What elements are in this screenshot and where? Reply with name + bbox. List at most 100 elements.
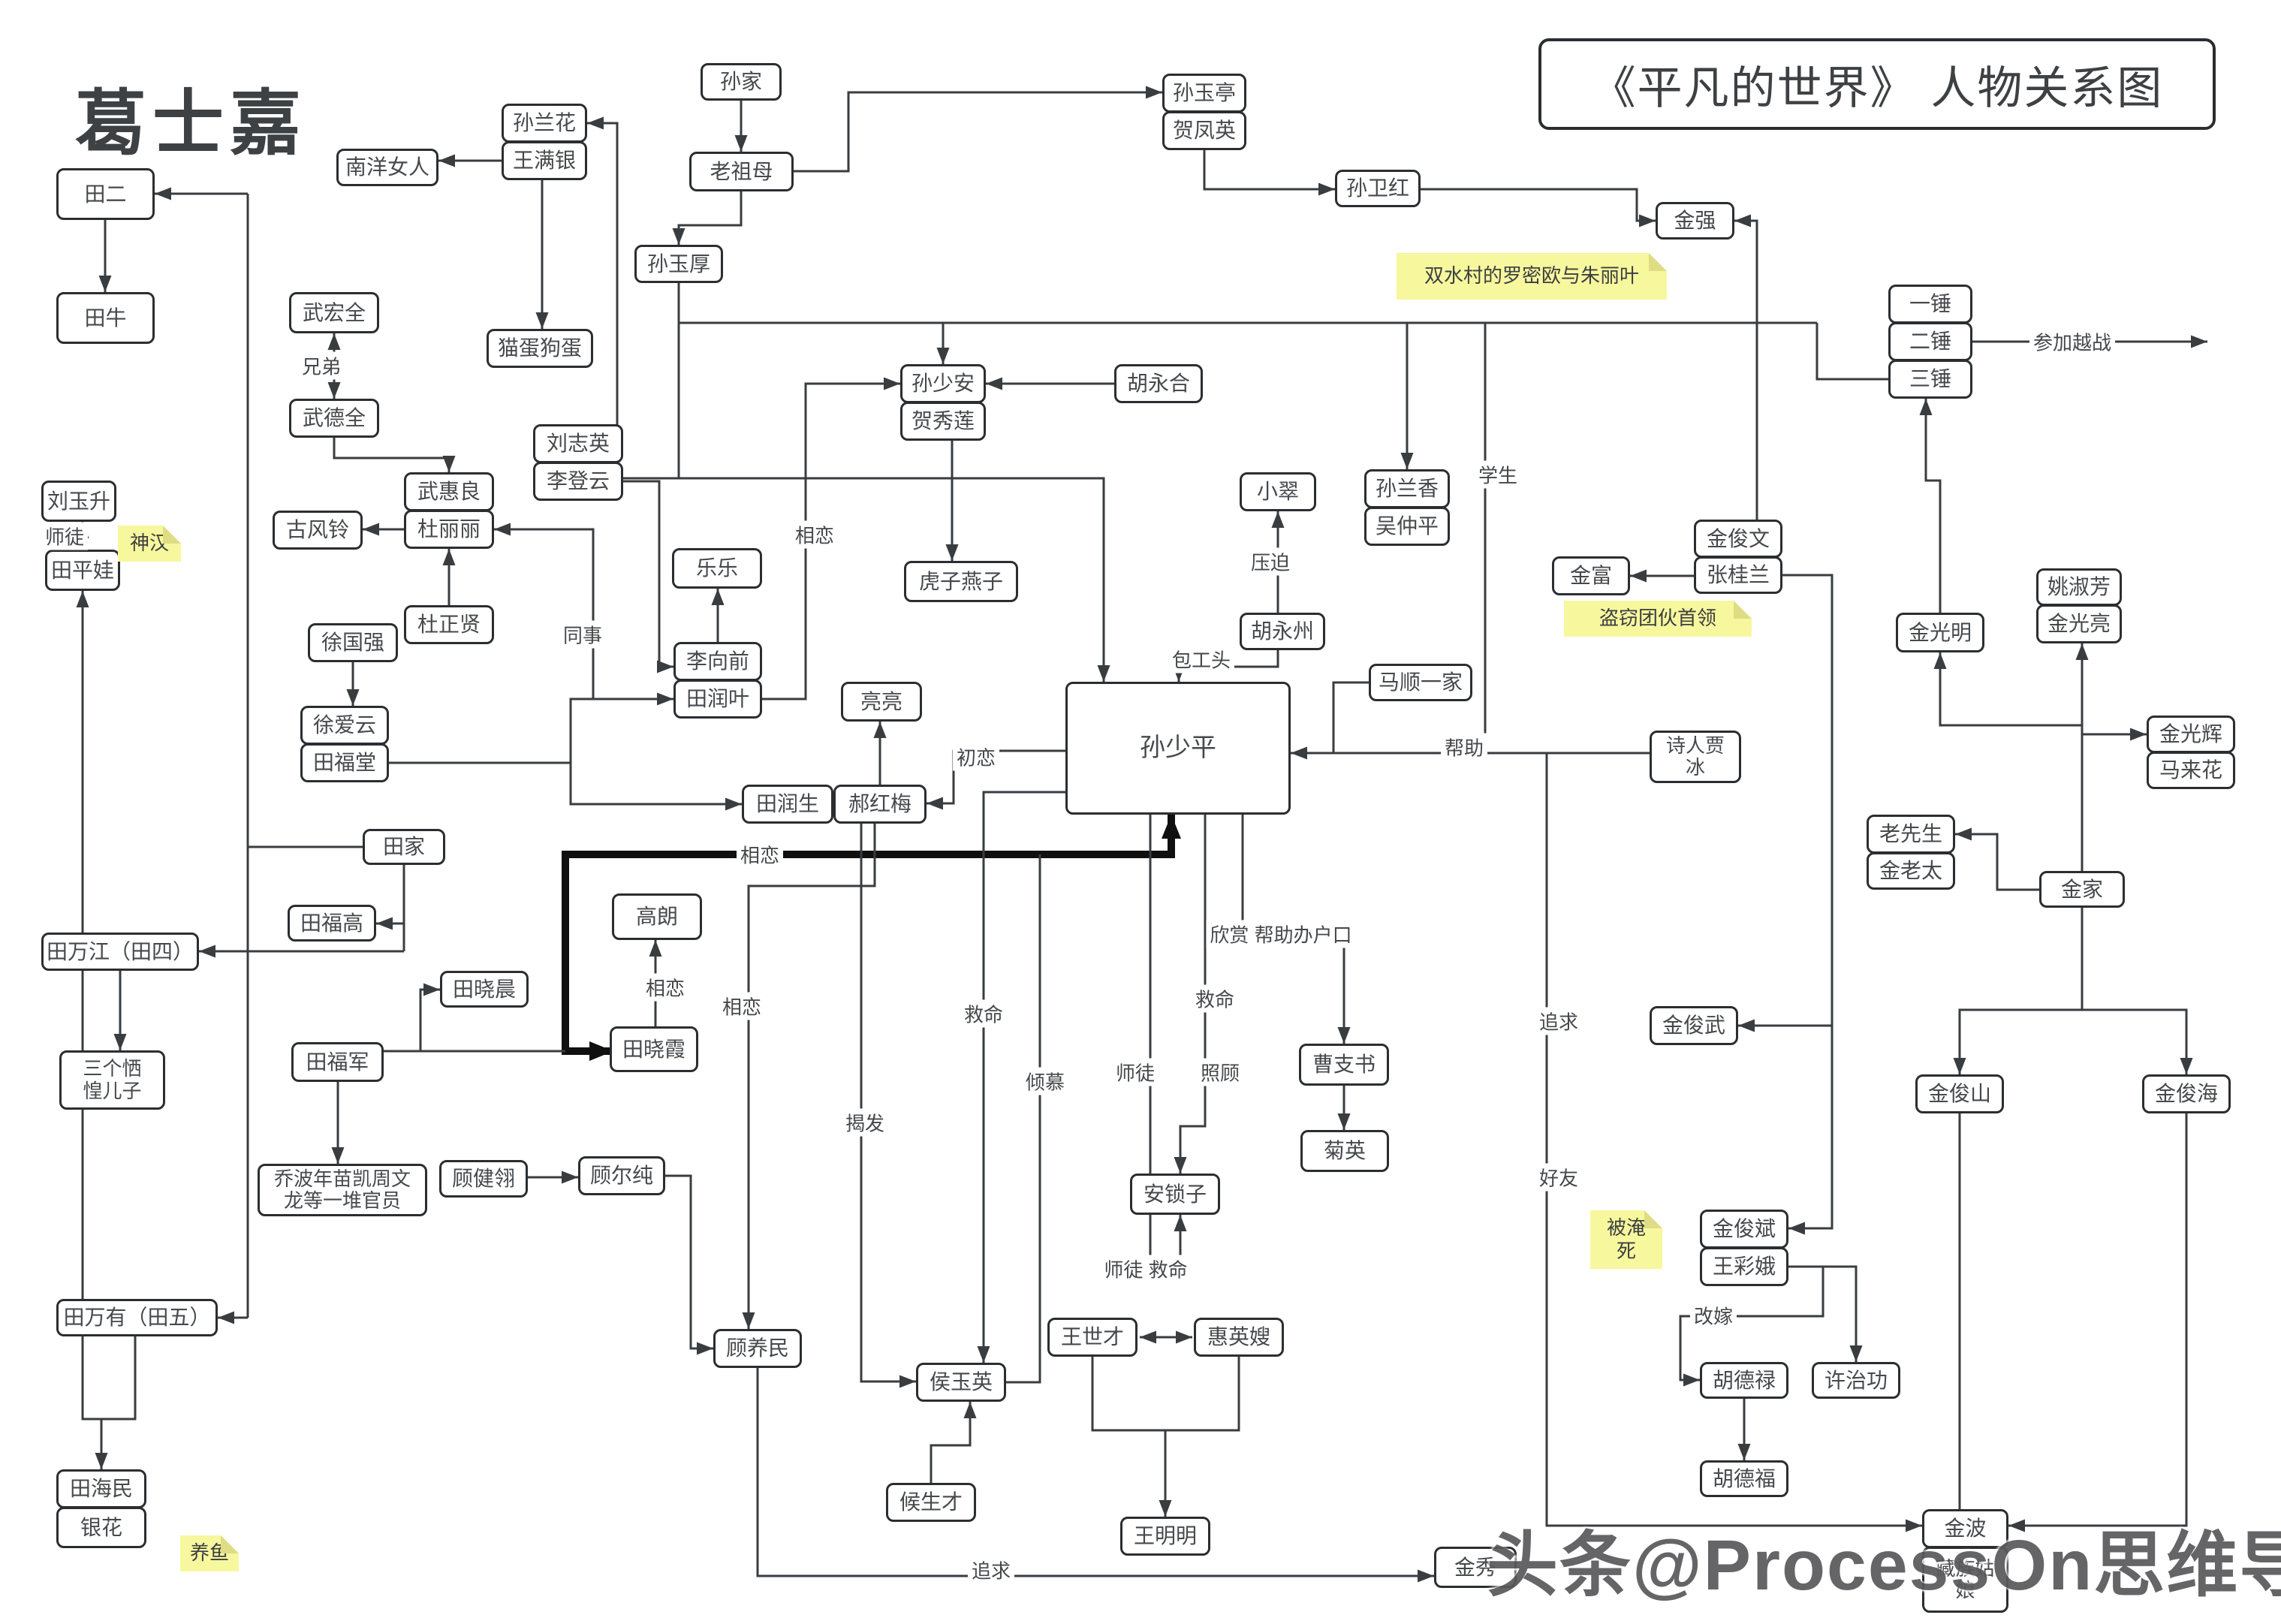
node-gu-yangmin: 顾养民 <box>713 1329 802 1368</box>
node-wang-caie: 王彩娥 <box>1700 1247 1788 1286</box>
node-he-xiulian: 贺秀莲 <box>900 402 986 441</box>
node-xiao-cui: 小翠 <box>1240 472 1316 511</box>
node-sun-yuhou: 孙玉厚 <box>634 245 723 283</box>
edge-label-22: 改嫁 <box>1689 1301 1737 1330</box>
node-li-xiangqian: 李向前 <box>673 642 762 681</box>
edge-label-15: 照顾 <box>1196 1058 1244 1086</box>
edge-line-5 <box>677 191 743 245</box>
node-xu-guoqiang: 徐国强 <box>308 623 398 662</box>
edge-line-75 <box>1924 399 1942 613</box>
arrowhead-icon <box>1159 1500 1172 1517</box>
edge-line-48 <box>1179 815 1207 1174</box>
node-tian-niu: 田牛 <box>56 292 155 344</box>
node-tian-wanyou: 田万有（田五） <box>56 1299 218 1336</box>
edge-label-17: 相恋 <box>641 973 689 1002</box>
node-jin-junshan: 金俊山 <box>1915 1074 2004 1113</box>
edge-label-21: 好友 <box>1535 1163 1583 1192</box>
arrowhead-icon <box>1337 1113 1351 1130</box>
arrowhead-icon <box>218 1311 234 1324</box>
node-liang-liang: 亮亮 <box>841 682 922 722</box>
node-tian-xiaoxia: 田晓霞 <box>610 1026 698 1072</box>
edge-line-23 <box>623 480 673 668</box>
node-maodan-goudan: 猫蛋狗蛋 <box>487 329 593 368</box>
edge-line-53 <box>930 1402 972 1483</box>
edge-line-55 <box>665 1174 713 1350</box>
node-jin-qiang: 金强 <box>1656 202 1734 240</box>
node-yao-shufang: 姚淑芳 <box>2036 568 2122 606</box>
watermark-text: 头条@ProcessOn思维导图 <box>1487 1526 2281 1605</box>
note-fold-icon <box>1649 253 1667 271</box>
node-sun-jia: 孙家 <box>701 63 782 101</box>
node-wu-huiliang: 武惠良 <box>404 472 494 511</box>
edge-line-83 <box>1823 1265 1858 1362</box>
node-jin-xiu: 金秀 <box>1434 1547 1517 1588</box>
node-nanyang-nvren: 南洋女人 <box>336 149 438 186</box>
arrowhead-icon <box>1400 453 1414 469</box>
arrowhead-icon <box>873 722 887 738</box>
node-sange-erzi: 三个恓 惶儿子 <box>59 1050 165 1110</box>
node-jin-bo: 金波 <box>1922 1509 2008 1548</box>
edge-line-4 <box>1734 219 1758 520</box>
edge-line-79 <box>2082 1008 2188 1074</box>
arrowhead-icon <box>725 797 742 811</box>
arrowhead-icon <box>1933 652 1947 669</box>
arrowhead-icon <box>98 276 112 292</box>
node-tian-wanjiang: 田万江（田四） <box>41 933 199 971</box>
node-wu-dequan: 武德全 <box>289 399 379 438</box>
arrowhead-icon <box>927 797 943 810</box>
edge-label-7: 帮助 <box>1440 733 1488 761</box>
node-jin-jia: 金家 <box>2039 871 2125 908</box>
node-sun-shaoping: 孙少平 <box>1065 682 1291 815</box>
node-yin-hua: 银花 <box>56 1507 146 1548</box>
arrowhead-icon <box>1174 1157 1187 1174</box>
arrowhead-icon <box>2180 1058 2193 1074</box>
arrowhead-icon <box>936 348 950 364</box>
edge-label-24: 参加越战 <box>2029 327 2116 356</box>
node-tian-fujun: 田福军 <box>291 1042 384 1082</box>
node-du-zhengxian: 杜正贤 <box>404 605 494 644</box>
node-jin-laotai: 金老太 <box>1867 852 1955 890</box>
arrowhead-icon <box>1788 1222 1805 1235</box>
arrowhead-icon <box>1734 214 1751 227</box>
arrowhead-icon <box>899 1375 916 1388</box>
arrowhead-icon <box>376 917 393 930</box>
arrowhead-icon <box>1919 399 1933 415</box>
node-tian-haimin: 田海民 <box>56 1469 146 1508</box>
arrowhead-icon <box>1174 1215 1187 1231</box>
edge-label-4: 学生 <box>1474 460 1522 489</box>
edge-line-1 <box>794 91 1162 173</box>
edge-label-16: 相恋 <box>718 992 766 1020</box>
arrowhead-icon <box>986 377 1002 390</box>
edge-line-45 <box>1006 854 1041 1384</box>
arrowhead-icon <box>346 689 360 706</box>
arrowhead-icon <box>199 945 215 958</box>
arrowhead-icon <box>2008 1519 2025 1532</box>
arrowhead-icon <box>589 1041 613 1061</box>
sticky-note-2: 盗窃团伙首领 <box>1564 601 1752 637</box>
node-jin-junwu: 金俊武 <box>1650 1006 1738 1045</box>
edge-label-2: 相恋 <box>791 520 839 549</box>
node-wu-hongquan: 武宏全 <box>289 292 379 333</box>
node-tian-runsheng: 田润生 <box>742 785 833 824</box>
arrowhead-icon <box>76 591 89 607</box>
arrowhead-icon <box>442 456 456 472</box>
node-qiaobonian: 乔波年苗凯周文 龙等一堆官员 <box>258 1164 427 1216</box>
node-liu-zhiying: 刘志英 <box>533 424 623 463</box>
edge-line-51 <box>1091 1357 1240 1432</box>
arrowhead-icon <box>1906 1519 1922 1532</box>
node-sun-lanhua: 孙兰花 <box>502 104 587 143</box>
node-wang-mingming: 王明明 <box>1120 1517 1210 1556</box>
node-tian-runye: 田润叶 <box>673 679 762 719</box>
edge-line-2 <box>1203 150 1335 191</box>
node-hui-yingsao: 惠英嫂 <box>1194 1318 1284 1357</box>
edge-line-40 <box>419 988 440 1051</box>
arrowhead-icon <box>1630 569 1647 583</box>
arrowhead-icon <box>1146 86 1162 99</box>
arrowhead-icon <box>977 1346 990 1363</box>
sticky-note-4: 养鱼 <box>180 1535 239 1571</box>
arrowhead-icon <box>1737 1444 1751 1460</box>
arrowhead-icon <box>442 549 456 565</box>
arrowhead-icon <box>2191 335 2207 348</box>
node-shiren-jiabing: 诗人贾 冰 <box>1650 731 1741 783</box>
